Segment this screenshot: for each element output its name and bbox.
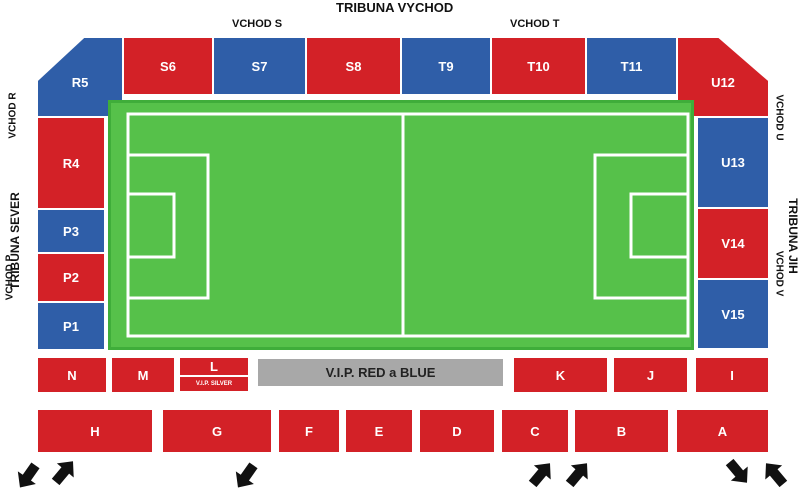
section-m[interactable]: M (112, 358, 174, 392)
pitch-markings (108, 100, 694, 350)
section-r4[interactable]: R4 (38, 118, 104, 208)
section-b[interactable]: B (575, 410, 668, 452)
section-u12-label: U12 (711, 74, 735, 90)
arrow-icon (721, 454, 756, 490)
section-v15[interactable]: V15 (698, 280, 768, 348)
section-e[interactable]: E (346, 410, 412, 452)
section-t11[interactable]: T11 (587, 38, 676, 94)
section-i[interactable]: I (696, 358, 768, 392)
arrow-icon (757, 456, 792, 492)
section-t10[interactable]: T10 (492, 38, 585, 94)
section-l-vip-silver: V.I.P. SILVER (180, 377, 248, 391)
section-r5-label: R5 (71, 74, 89, 90)
section-l-label: L (180, 358, 248, 375)
section-n[interactable]: N (38, 358, 106, 392)
section-f[interactable]: F (279, 410, 339, 452)
gate-t-label: VCHOD T (510, 18, 560, 30)
section-p3[interactable]: P3 (38, 210, 104, 252)
section-vip-red-blue[interactable]: V.I.P. RED a BLUE (258, 359, 503, 386)
gate-s-label: VCHOD S (232, 18, 283, 30)
section-l[interactable]: L V.I.P. SILVER (180, 358, 248, 392)
arrow-icon (228, 459, 263, 494)
section-s7[interactable]: S7 (214, 38, 305, 94)
section-t9[interactable]: T9 (402, 38, 490, 94)
arrow-icon (524, 456, 559, 492)
section-g[interactable]: G (163, 410, 271, 452)
arrow-icon (10, 459, 45, 494)
section-h[interactable]: H (38, 410, 152, 452)
section-k[interactable]: K (514, 358, 607, 392)
section-a[interactable]: A (677, 410, 768, 452)
arrow-icon (47, 454, 82, 490)
section-s8[interactable]: S8 (307, 38, 400, 94)
east-stand-label: TRIBUNA VYCHOD (336, 0, 454, 15)
section-p1[interactable]: P1 (38, 303, 104, 349)
section-s6[interactable]: S6 (124, 38, 212, 94)
arrow-icon (561, 456, 596, 492)
section-p2[interactable]: P2 (38, 254, 104, 301)
section-j[interactable]: J (614, 358, 687, 392)
section-u13[interactable]: U13 (698, 118, 768, 207)
pitch (108, 100, 694, 350)
section-v14[interactable]: V14 (698, 209, 768, 278)
section-c[interactable]: C (502, 410, 568, 452)
section-d[interactable]: D (420, 410, 494, 452)
